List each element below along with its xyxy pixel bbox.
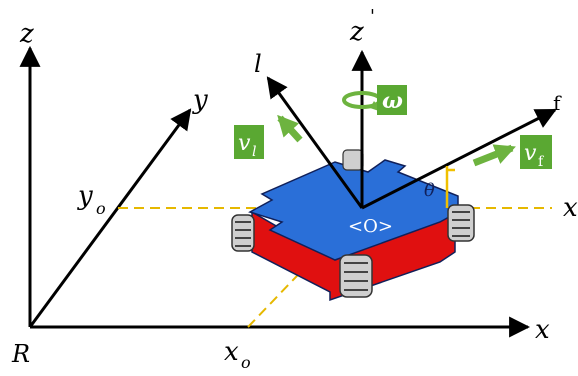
label-world-x: x <box>535 315 550 345</box>
label-center-O: <O> <box>348 216 393 237</box>
label-body-z: z <box>349 17 364 47</box>
body-f-axis <box>361 108 557 210</box>
label-world-z: z <box>19 19 34 49</box>
label-body-f: f <box>553 91 562 115</box>
label-body-x: x <box>563 193 578 223</box>
label-x-o-sub: o <box>241 353 251 371</box>
body-frame <box>266 49 557 210</box>
wheel-rear <box>339 254 373 298</box>
wheel-back-top <box>342 149 364 171</box>
label-x-o: x <box>224 337 239 367</box>
label-y-o-sub: o <box>96 199 106 218</box>
label-origin-R: R <box>11 340 30 368</box>
wheel-front-right <box>447 204 475 242</box>
label-theta: θ <box>424 180 435 201</box>
label-v-f: v <box>524 141 537 166</box>
v-f-label-box <box>520 135 552 169</box>
omega-label-box <box>377 85 407 115</box>
label-world-y: y <box>192 85 208 115</box>
theta-marker <box>445 166 455 208</box>
v-f-arrow <box>472 144 516 167</box>
world-frame <box>19 45 531 338</box>
label-y-o: y <box>77 181 93 211</box>
label-v-f-sub: f <box>538 154 545 170</box>
label-v-l: v <box>238 131 251 156</box>
label-v-l-sub: l <box>252 144 256 160</box>
body-l-axis <box>266 76 364 209</box>
label-body-z-prime: ' <box>370 6 375 27</box>
wheel-front-left <box>231 214 255 252</box>
label-body-l: l <box>254 50 262 78</box>
v-l-arrow <box>277 114 303 143</box>
v-l-label-box <box>234 125 264 159</box>
world-y-axis <box>28 108 192 328</box>
label-omega: ω <box>382 88 403 114</box>
